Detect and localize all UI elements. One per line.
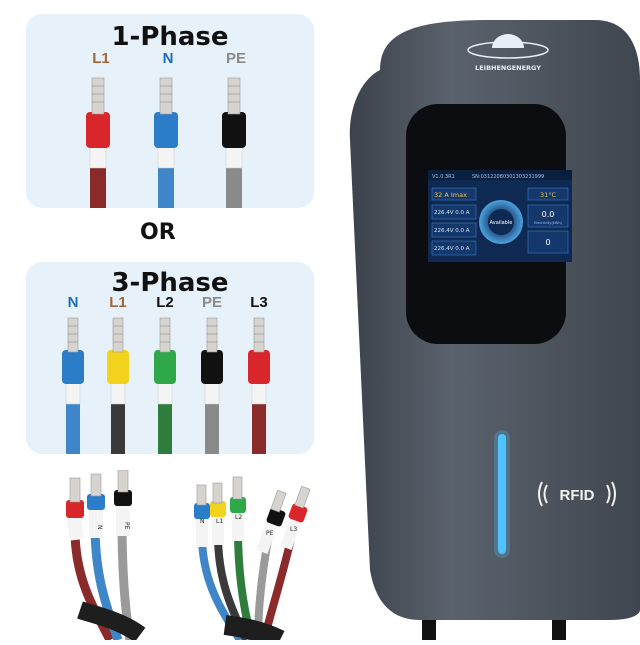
- wire-n: [62, 317, 84, 454]
- screen-reading-2: 226.4V 0.0 A: [434, 228, 470, 234]
- status-led: [498, 434, 506, 554]
- wire-l1: [86, 77, 110, 208]
- three-phase-title: 3-Phase: [111, 268, 229, 298]
- three-phase-label-l3: L3: [250, 294, 268, 311]
- three-phase-cable-bundle: N L1 L2 PE L3: [194, 476, 311, 640]
- single-phase-panel: 1-Phase L1 N PE: [26, 14, 314, 208]
- wire-n: [154, 77, 178, 208]
- bundle-label-n: N: [200, 518, 205, 525]
- three-phase-label-pe: PE: [201, 294, 222, 311]
- single-phase-wires: [86, 77, 246, 208]
- rfid-reader[interactable]: RFID: [538, 481, 616, 507]
- three-phase-label-l1: L1: [109, 294, 127, 311]
- single-phase-label-pe: PE: [225, 50, 246, 67]
- screen-energy-label: Electricity(kWh): [534, 221, 562, 225]
- screen-version: V1.0.3R1: [432, 174, 455, 180]
- wire-l2: [154, 317, 176, 454]
- brand-logo: [467, 34, 549, 59]
- three-phase-wires: [62, 317, 270, 454]
- charger-body: LEIBHENGENERGY V1.0.3R1 SN:0312208030130…: [349, 20, 640, 640]
- single-phase-title: 1-Phase: [111, 22, 229, 52]
- bundle-label-pe: PE: [266, 530, 274, 537]
- wire-l3: [248, 317, 270, 454]
- bundle-label-pe: PE: [123, 522, 130, 530]
- wire-l1: [107, 317, 129, 454]
- bundle-label-l1: L1: [216, 518, 223, 525]
- wire-pe: [201, 317, 223, 454]
- screen-status: Available: [490, 220, 513, 226]
- or-label: OR: [140, 220, 176, 245]
- single-phase-label-n: N: [162, 50, 174, 67]
- bundle-label-l3: L3: [290, 526, 297, 533]
- screen-current: 32 A Imax: [434, 191, 467, 199]
- single-phase-label-l1: L1: [92, 50, 110, 67]
- brand-name: LEIBHENGENERGY: [475, 64, 541, 72]
- bundle-label-n: N: [96, 525, 103, 530]
- bundle-label-l2: L2: [235, 514, 242, 521]
- rfid-label: RFID: [560, 487, 595, 504]
- screen-reading-3: 226.4V 0.0 A: [434, 246, 470, 252]
- screen-value: 0: [545, 238, 550, 247]
- screen-temperature: 31°C: [540, 191, 557, 199]
- screen-reading-1: 226.4V 0.0 A: [434, 210, 470, 216]
- ev-charger: LEIBHENGENERGY V1.0.3R1 SN:0312208030130…: [320, 0, 640, 640]
- three-phase-label-l2: L2: [156, 294, 174, 311]
- three-phase-label-n: N: [67, 294, 79, 311]
- single-phase-cable-bundle: N PE: [66, 470, 146, 640]
- three-phase-panel: 3-Phase N L1 L2 PE L3: [26, 262, 314, 454]
- screen-serial: SN:03122080301303231999: [472, 174, 544, 180]
- wire-pe: [222, 77, 246, 208]
- screen-energy: 0.0: [542, 210, 555, 219]
